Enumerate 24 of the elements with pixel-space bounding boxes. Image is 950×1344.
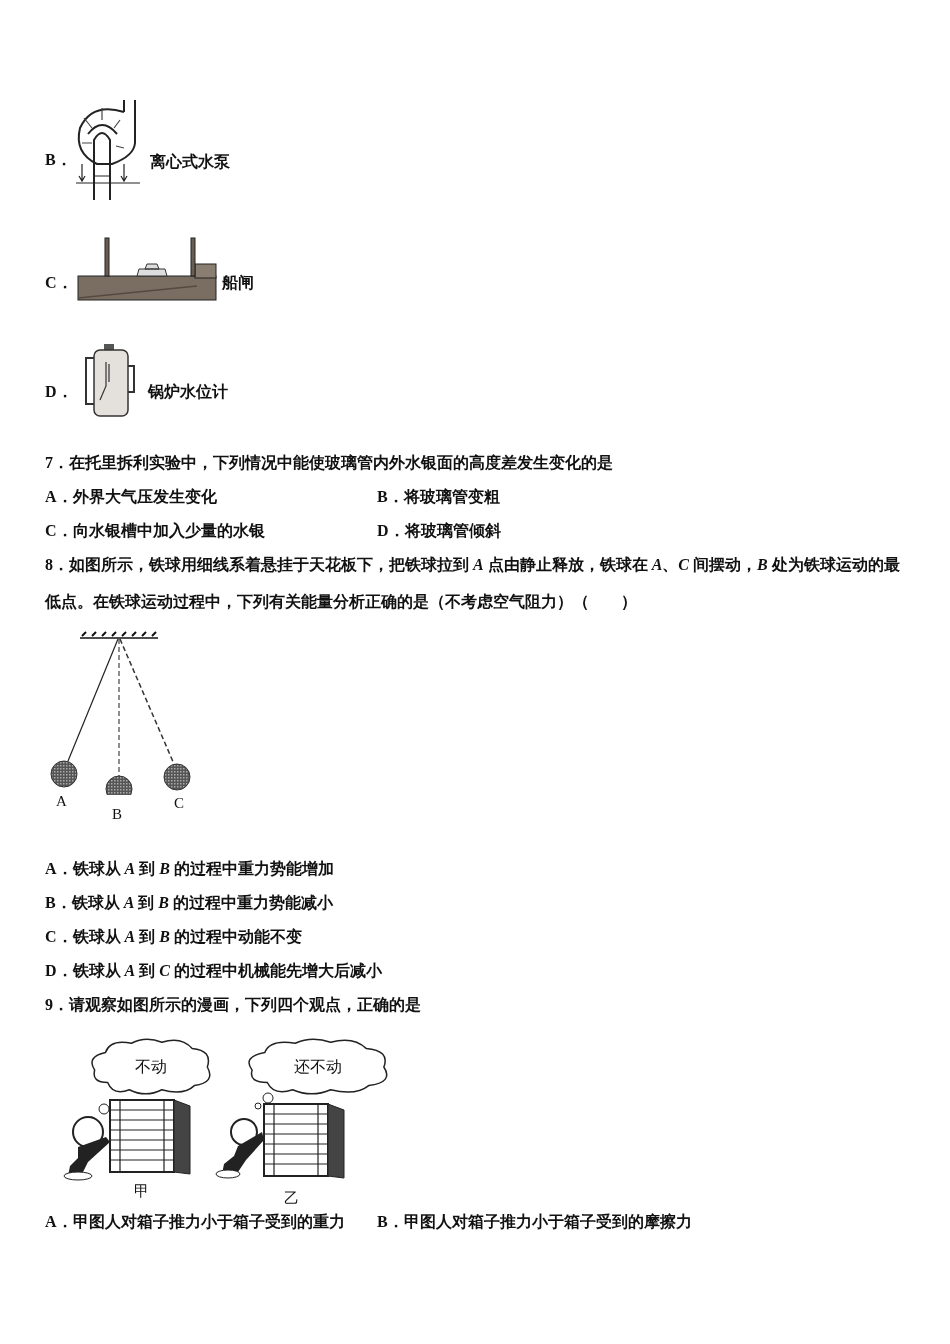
answer-option: A．外界大气压发生变化 xyxy=(45,487,217,507)
figure-caption: 甲 xyxy=(134,1182,149,1201)
ball-label: B xyxy=(112,805,122,824)
question-text: 8．如图所示，铁球用细线系着悬挂于天花板下，把铁球拉到 A 点由静止释放，铁球在 A、C 间摆动，B 处为铁球运动的最低点。在铁球运动过程中，下列有关能量分析正确的是（不考虑空气阻力）（ ） xyxy=(45,555,901,612)
answer-option: D．铁球从 A 到 C 的过程中机械能先增大后减小 xyxy=(45,961,382,981)
figure-caption: 锅炉水位计 xyxy=(148,382,228,402)
figure-caption: 船闸 xyxy=(222,273,254,293)
question-text: 7．在托里拆利实验中，下列情况中能使玻璃管内外水银面的高度差发生变化的是 xyxy=(45,453,613,473)
ball-label: C xyxy=(174,794,184,813)
answer-option: B．铁球从 A 到 B 的过程中重力势能减小 xyxy=(45,893,333,913)
answer-option: C．铁球从 A 到 B 的过程中动能不变 xyxy=(45,927,302,947)
answer-option: C．向水银槽中加入少量的水银 xyxy=(45,521,265,541)
option-letter: D． xyxy=(45,382,73,402)
answer-option: B．甲图人对箱子推力小于箱子受到的摩擦力 xyxy=(377,1212,692,1232)
option-letter: B． xyxy=(45,150,72,170)
figure-caption: 离心式水泵 xyxy=(150,152,230,172)
answer-option: D．将玻璃管倾斜 xyxy=(377,521,501,541)
answer-option: B．将玻璃管变粗 xyxy=(377,487,500,507)
option-letter: C． xyxy=(45,273,73,293)
ball-label: A xyxy=(56,792,67,811)
answer-option: A．甲图人对箱子推力小于箱子受到的重力 xyxy=(45,1212,345,1232)
answer-option: A．铁球从 A 到 B 的过程中重力势能增加 xyxy=(45,859,334,879)
question-text: 9．请观察如图所示的漫画，下列四个观点，正确的是 xyxy=(45,995,421,1015)
figure-caption: 乙 xyxy=(284,1189,299,1208)
